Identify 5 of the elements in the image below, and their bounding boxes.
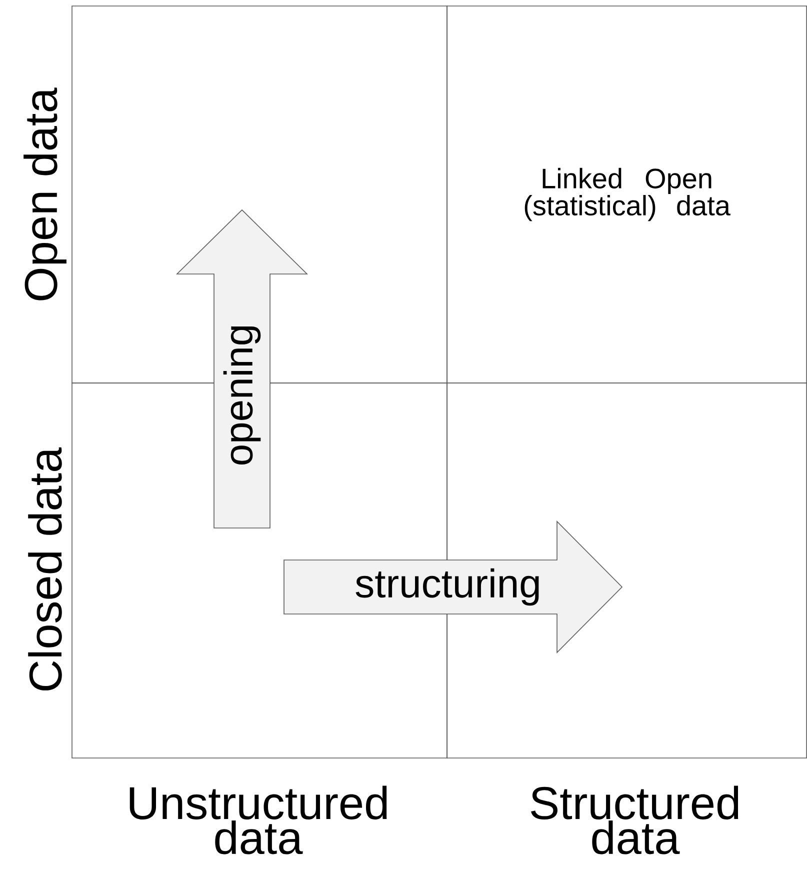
axis-label: Unstructured data xyxy=(130,786,387,854)
axis-label: Closed data xyxy=(28,447,62,690)
quadrant-box: Linked Open (statistical) data xyxy=(446,6,807,384)
axis-label: Structured data xyxy=(530,786,738,854)
axis-label: Open data xyxy=(24,88,66,300)
